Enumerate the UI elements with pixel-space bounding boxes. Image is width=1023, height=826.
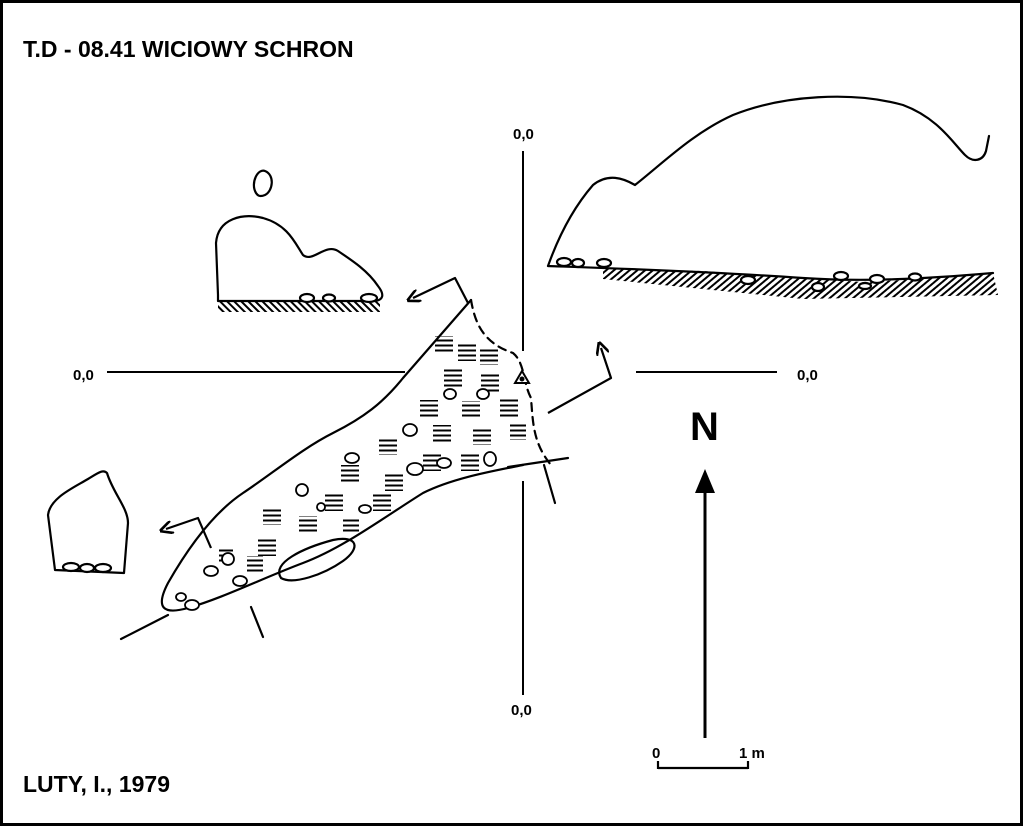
coordinate-label-top: 0,0 (513, 126, 534, 143)
north-arrow-icon (695, 469, 715, 738)
map-drawing (46, 95, 998, 770)
rubble-stones (175, 388, 497, 611)
scale-bar (656, 761, 750, 770)
cross-section-upper-left (214, 169, 384, 312)
sediment-hatching (219, 336, 526, 572)
survey-station-icon (513, 369, 531, 384)
longitudinal-profile (546, 95, 998, 299)
section-arrow-right (547, 348, 613, 414)
cave-wall-outline (160, 298, 525, 612)
section-tick-right (542, 463, 557, 505)
cave-plan (119, 298, 570, 641)
section-arrow-lower-left (166, 516, 213, 549)
section-arrows (166, 276, 613, 549)
boulder-outline (278, 537, 356, 582)
section-tick-tail (119, 613, 170, 641)
entrance-line (506, 456, 570, 469)
section-arrow-upper-left (413, 276, 469, 304)
coordinate-axes (107, 151, 777, 695)
coordinate-label-right: 0,0 (797, 367, 818, 384)
coordinate-label-left: 0,0 (73, 367, 94, 384)
author-credit: LUTY, I., 1979 (23, 771, 171, 797)
map-title: T.D - 08.41 WICIOWY SCHRON (23, 36, 354, 62)
section-tick-left (249, 605, 265, 639)
north-label: N (690, 405, 719, 449)
scale-start-label: 0 (652, 745, 661, 762)
coordinate-label-bottom: 0,0 (511, 702, 532, 719)
cave-dripline-dashed (469, 298, 553, 467)
scale-end-label: 1 m (739, 745, 765, 762)
cross-section-lower-left (46, 470, 130, 575)
